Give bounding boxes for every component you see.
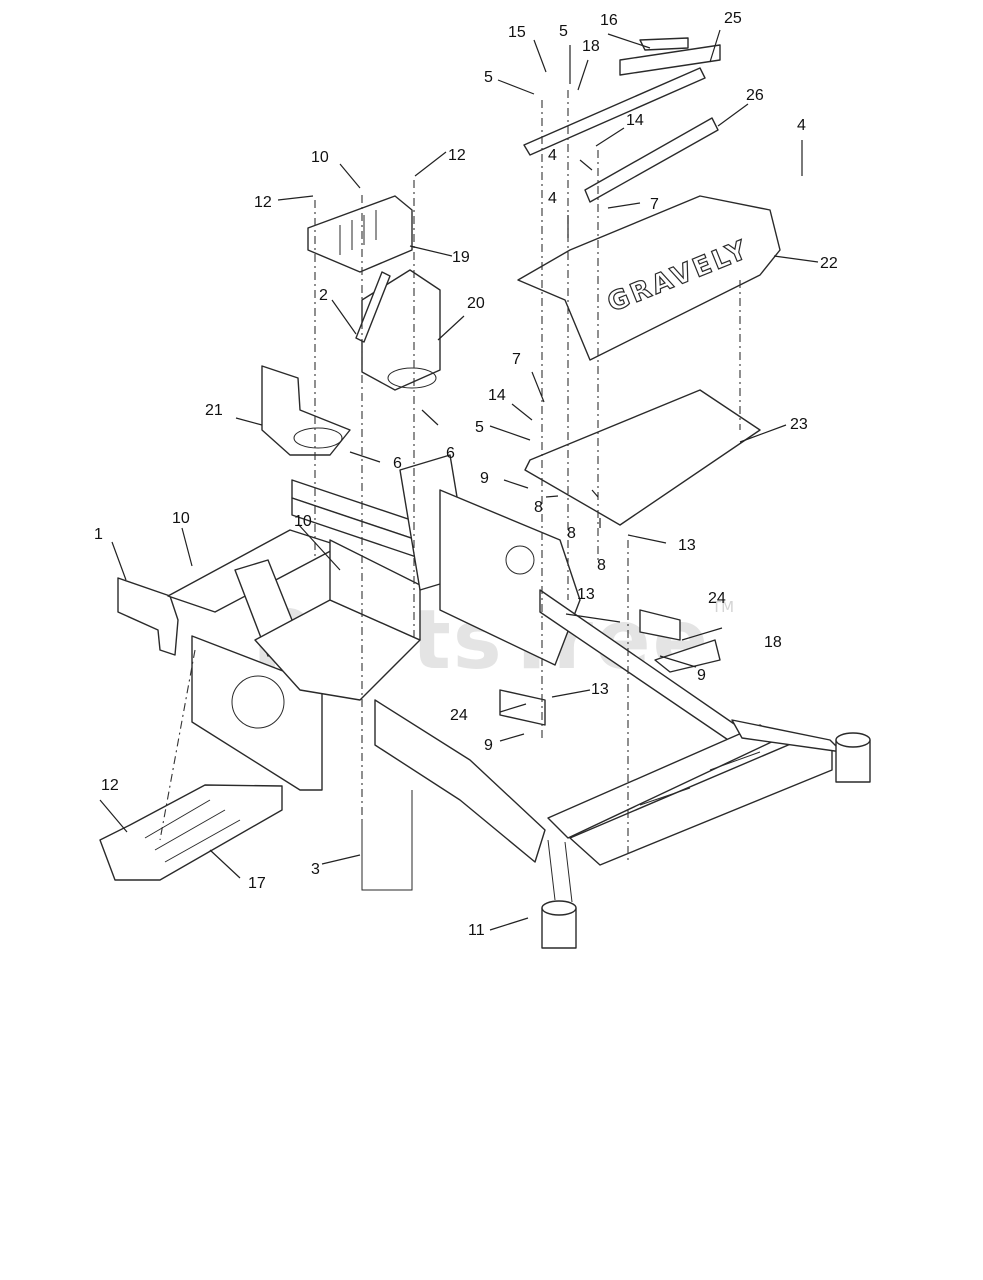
callout-1: 1 (94, 526, 103, 543)
small-brackets (499, 609, 721, 726)
callout-21: 21 (205, 402, 223, 419)
callout-12b: 12 (254, 194, 272, 211)
bracket-24-right (639, 609, 681, 641)
callout-7a: 7 (650, 196, 659, 213)
callout-23: 23 (790, 416, 808, 433)
bracket-26 (584, 117, 719, 203)
callout-13a: 13 (678, 537, 696, 554)
right-plate-hole (505, 545, 535, 575)
right-caster-socket-top (835, 732, 871, 748)
plate-23-body (524, 389, 761, 526)
callout-25: 25 (724, 10, 742, 27)
floor-plate (524, 389, 761, 526)
strip-2 (355, 271, 391, 343)
callout-8c: 8 (597, 557, 606, 574)
center-channel (374, 699, 546, 863)
callout-16: 16 (600, 12, 618, 29)
callout-13b: 13 (577, 586, 595, 603)
callout-13c: 13 (591, 681, 609, 698)
center-tunnel (254, 599, 421, 701)
callout-3: 3 (311, 861, 320, 878)
left-plate-hole (231, 675, 285, 729)
leader-lines (99, 29, 819, 931)
left-caster-strut (547, 839, 573, 903)
callout-10b: 10 (172, 510, 190, 527)
callout-17: 17 (248, 875, 266, 892)
top-brackets (523, 37, 721, 203)
callout-5a: 5 (484, 69, 493, 86)
callout-19: 19 (452, 249, 470, 266)
callout-4b: 4 (548, 147, 557, 164)
caster-arm-slots (639, 751, 761, 806)
callout-10a: 10 (311, 149, 329, 166)
callout-9b: 9 (697, 667, 706, 684)
bracket-20-ring (387, 367, 437, 389)
callout-12c: 12 (101, 777, 119, 794)
footrest (99, 784, 283, 881)
caster-arm (569, 739, 833, 866)
callout-18b: 18 (764, 634, 782, 651)
callout-6a: 6 (393, 455, 402, 472)
bracket-21-body (261, 365, 351, 456)
bracket-25 (619, 44, 721, 76)
left-mount-bracket (261, 365, 351, 456)
callout-24b: 24 (450, 707, 468, 724)
right-mount-bracket (355, 269, 441, 391)
bracket-24-left (499, 689, 546, 726)
upper-bracket-box (307, 195, 413, 273)
callout-8a: 8 (534, 499, 543, 516)
callout-labels: 1 2 3 4 4 4 5 5 5 6 6 7 7 8 8 8 9 9 9 10… (94, 10, 838, 939)
box-body (307, 195, 413, 273)
callout-7b: 7 (512, 351, 521, 368)
plate-16 (639, 37, 689, 51)
plate-18-lower (654, 639, 721, 673)
gravely-cover: GRAVELY (517, 195, 781, 361)
callout-5c: 5 (475, 419, 484, 436)
bracket-21-ring (293, 427, 343, 449)
callout-26: 26 (746, 87, 764, 104)
callout-24a: 24 (708, 590, 726, 607)
right-side-plate (439, 489, 581, 666)
center-seat-box (329, 539, 421, 641)
footrest-ribs (144, 799, 241, 863)
callout-11: 11 (468, 922, 485, 939)
callout-22: 22 (820, 255, 838, 272)
callout-2: 2 (319, 287, 328, 304)
bracket-20-body (361, 269, 441, 391)
callout-10c: 10 (294, 513, 312, 530)
callout-12a: 12 (448, 147, 466, 164)
box-vents (339, 210, 377, 255)
callout-5b: 5 (559, 23, 568, 40)
callout-9a: 9 (480, 470, 489, 487)
cover-22-body (517, 195, 781, 361)
control-rod (361, 790, 413, 891)
callout-14b: 14 (488, 387, 506, 404)
callout-6b: 6 (446, 445, 455, 462)
callout-20: 20 (467, 295, 485, 312)
callout-15: 15 (508, 24, 526, 41)
callout-4c: 4 (548, 190, 557, 207)
callout-4a: 4 (797, 117, 806, 134)
alignment-lines (159, 90, 741, 860)
watermark-tm: TM (711, 598, 734, 616)
front-rail (117, 577, 179, 656)
callout-14a: 14 (626, 112, 644, 129)
footrest-body (99, 784, 283, 881)
bracket-18-strip (523, 67, 706, 156)
callout-8b: 8 (567, 525, 576, 542)
callout-9c: 9 (484, 737, 493, 754)
main-frame (117, 454, 871, 949)
callout-18a: 18 (582, 38, 600, 55)
left-caster-socket-top (541, 900, 577, 916)
